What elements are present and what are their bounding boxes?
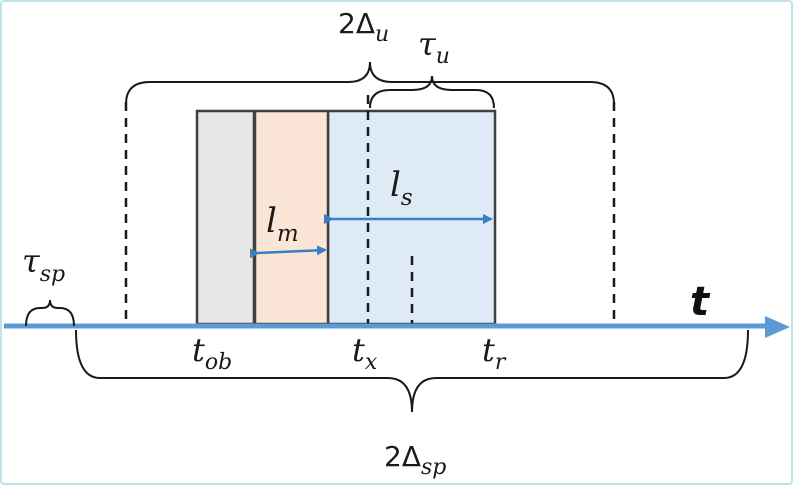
- lm-arrow: [249, 245, 327, 259]
- label-lm: lm: [266, 201, 299, 247]
- label-tau-u: τu: [418, 25, 450, 69]
- label-2delta-u: 2Δu: [338, 7, 389, 47]
- bracket-2delta-sp: [75, 329, 749, 413]
- bracket-2delta-u: [125, 61, 615, 105]
- axis-label-t: t: [690, 279, 711, 325]
- bracket-tau-u: [369, 75, 495, 109]
- label-ls: ls: [390, 165, 413, 211]
- label-t-r: tr: [482, 331, 507, 375]
- label-2delta-sp: 2Δsp: [384, 440, 446, 480]
- bracket-tau-sp: [25, 299, 75, 327]
- label-tau-sp: τsp: [22, 242, 65, 287]
- label-t-x: tx: [352, 331, 378, 375]
- time-axis-arrowhead: [765, 316, 790, 338]
- gray-block: [195, 109, 256, 326]
- label-t-ob: tob: [192, 331, 232, 375]
